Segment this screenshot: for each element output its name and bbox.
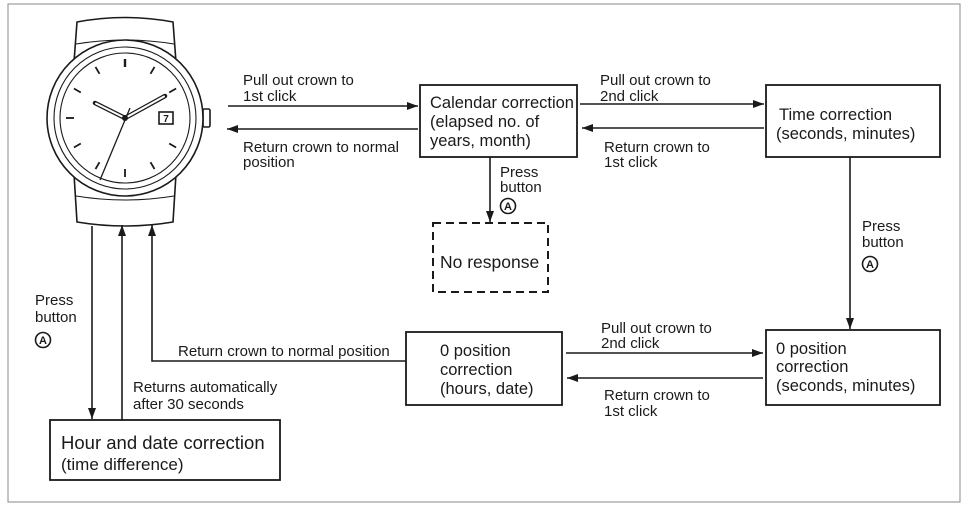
hour-marker [168,142,177,149]
hour-date-correction-box [49,419,281,481]
label-calendar-to-no-response: Press button A [499,164,542,215]
label-zero-seconds-to-zero-hours: Return crown to 1st click [604,387,710,420]
hour-markers [66,59,177,177]
hands-center-cap [122,115,128,121]
calendar-correction-box [419,84,578,158]
edge-label-line: 1st click [243,88,297,105]
edge-label-line: Return crown to [604,139,710,156]
hour-hand-fill [95,102,125,119]
node-time-correction: Time correction (seconds, minutes) [765,84,941,158]
hour-marker [73,142,82,149]
edge-label-line: position [243,154,295,171]
zero-position-seconds-box [765,329,941,406]
button-a-icon [861,255,879,273]
hour-marker [149,161,156,170]
watch-dial [59,52,191,184]
label-zero-hours-to-zero-seconds: Pull out crown to 2nd click [601,320,712,352]
edge-label-line: Returns automatically [133,379,278,396]
arrow-zero-hours-to-watch [148,225,406,362]
calendar-correction-line-3: years, month) [430,132,531,150]
edge-label-line: Press [862,218,900,235]
edge-label-line: 1st click [604,403,658,420]
hour-marker [168,87,177,94]
label-hour-date-to-watch: Returns automatically after 30 seconds [133,379,278,413]
watch-bezel [53,46,197,190]
edge-label-line: Pull out crown to [600,72,711,89]
node-hour-and-date-correction: Hour and date correction (time differenc… [49,419,281,481]
node-zero-position-hours-date: 0 position correction (hours, date) [405,331,563,406]
edge-label-line: Pull out crown to [601,320,712,337]
time-correction-line-1: Time correction [779,106,892,124]
button-a-symbol: A [39,335,47,347]
button-a-symbol: A [866,259,874,271]
hour-marker [73,87,82,94]
edge-label-line: Return crown to [604,387,710,404]
hour-marker [94,161,101,170]
zero-position-hours-line-3: (hours, date) [440,380,534,398]
zero-position-seconds-line-2: correction [776,358,848,376]
zero-position-seconds-line-1: 0 position [776,340,847,358]
edge-label-line: Press [500,164,538,181]
zero-position-hours-line-1: 0 position [440,342,511,360]
edge-label-line: 1st click [604,154,658,171]
edge-label-line: Press [35,292,73,309]
no-response-box [432,222,549,293]
label-zero-hours-to-watch: Return crown to normal position [178,343,390,360]
date-window [158,111,174,125]
label-watch-to-hour-date: Press button A [34,292,77,349]
label-calendar-to-watch: Return crown to normal position [243,139,399,171]
watch-illustration: 7 [46,16,211,227]
label-time-to-zero-seconds: Press button A [861,218,904,273]
node-no-response: No response [432,222,549,293]
edge-label-line: button [862,234,904,251]
calendar-correction-line-2: (elapsed no. of [430,113,540,131]
date-window-value: 7 [163,114,169,125]
time-correction-line-2: (seconds, minutes) [776,125,915,143]
zero-position-hours-box [405,331,563,406]
hour-date-correction-subtitle: (time difference) [61,455,184,474]
minute-hand-fill [125,95,165,119]
watch-crown [202,108,211,128]
edge-label-line: Return crown to normal position [178,343,390,360]
label-watch-to-calendar: Pull out crown to 1st click [243,72,354,105]
label-calendar-to-time: Pull out crown to 2nd click [600,72,711,105]
edge-label-line: button [500,179,542,196]
no-response-label: No response [440,252,539,272]
zero-position-seconds-line-3: (seconds, minutes) [776,377,915,395]
node-calendar-correction: Calendar correction (elapsed no. of year… [419,84,578,158]
zero-position-hours-line-2: correction [440,361,512,379]
button-a-symbol: A [504,201,512,213]
button-a-icon [34,331,52,349]
diagram-frame [7,3,961,503]
edge-label-line: Return crown to normal [243,139,399,156]
edge-label-line: after 30 seconds [133,396,244,413]
calendar-correction-line-1: Calendar correction [430,94,574,112]
edge-label-line: Pull out crown to [243,72,354,89]
edge-label-line: 2nd click [600,88,659,105]
hour-date-correction-title: Hour and date correction [61,432,265,453]
time-correction-box [765,84,941,158]
edge-label-line: button [35,309,77,326]
node-zero-position-seconds-minutes: 0 position correction (seconds, minutes) [765,329,941,406]
button-a-icon [499,197,517,215]
edge-label-line: 2nd click [601,335,660,352]
watch-bottom-strap-edge [75,195,175,201]
hour-marker [149,66,156,75]
hour-marker [94,66,101,75]
label-time-to-calendar: Return crown to 1st click [604,139,710,171]
